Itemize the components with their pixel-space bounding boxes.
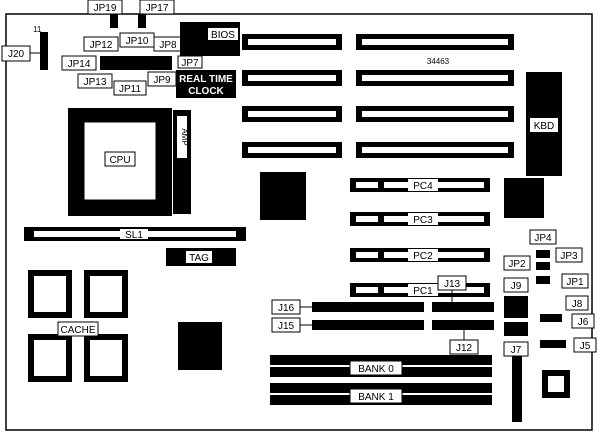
kbd-label: KBD: [534, 121, 555, 132]
ide-headers: J16 J15 J13 J12: [271, 275, 494, 355]
board-id: 34463: [427, 57, 450, 66]
jp2-label: JP2: [508, 259, 526, 270]
jp14-label: JP14: [68, 59, 91, 70]
j5-label: J5: [580, 341, 591, 352]
kbd-connector: KBD: [526, 72, 562, 176]
cache-label: CACHE: [60, 325, 95, 336]
jp12-label: JP12: [90, 40, 113, 51]
j12-label: J12: [456, 343, 473, 354]
pc1-label: PC1: [413, 286, 433, 297]
pc4-label: PC4: [413, 181, 433, 192]
pc2-label: PC2: [413, 251, 433, 262]
cpu-socket: CPU AMP: [68, 108, 191, 216]
jumper-cluster: JP19 JP17 JP12 JP10 JP8 JP14 JP13 JP11 J…: [61, 0, 203, 96]
j20-connector: J20 11: [1, 25, 48, 70]
j8-j6-j5-headers: J8 J6 J5: [540, 295, 597, 353]
pci-slots: PC4 PC3 PC2 PC1: [350, 178, 490, 297]
j13-label: J13: [444, 279, 461, 290]
j7-label: J7: [511, 345, 522, 356]
sl1-slot: SL1: [24, 227, 246, 241]
rtc-label-line1: REAL TIME: [179, 74, 233, 85]
j6-label: J6: [578, 317, 589, 328]
jp8-label: JP8: [159, 40, 177, 51]
jp9-label: JP9: [153, 75, 171, 86]
pc3-label: PC3: [413, 215, 433, 226]
bios-label: BIOS: [211, 30, 235, 41]
bank0-label: BANK 0: [358, 364, 394, 375]
jp4-label: JP4: [534, 233, 552, 244]
cpu-label: CPU: [109, 155, 130, 166]
jp11-label: JP11: [119, 84, 141, 95]
chipset-lower: [178, 322, 222, 370]
jp17-label: JP17: [146, 3, 169, 14]
amp-label: AMP: [180, 128, 189, 145]
j16-label: J16: [278, 303, 295, 314]
tag-label: TAG: [189, 253, 209, 264]
pin-marker: 11: [33, 25, 42, 34]
jp1-label: JP1: [566, 277, 584, 288]
jp3-label: JP3: [560, 251, 578, 262]
simm-banks: BANK 0 BANK 1: [270, 355, 492, 405]
cache-chips: CACHE: [28, 270, 128, 382]
real-time-clock-chip: REAL TIME CLOCK: [176, 70, 236, 98]
j9-label: J9: [511, 281, 522, 292]
tag-chip: TAG: [166, 248, 236, 266]
jp19-label: JP19: [94, 3, 117, 14]
j9-j7-headers: J9 J7: [503, 277, 529, 422]
chipset-upper: [260, 172, 306, 220]
bank1-label: BANK 1: [358, 392, 394, 403]
rtc-label-line2: CLOCK: [188, 86, 224, 97]
right-jumpers: JP4 JP3 JP2 JP1: [503, 229, 589, 289]
jp7-label: JP7: [181, 58, 199, 69]
chipset-right: [504, 178, 544, 218]
isa-slots: 34463: [242, 34, 514, 158]
sl1-label: SL1: [125, 230, 143, 241]
j15-label: J15: [278, 321, 295, 332]
j20-label: J20: [8, 49, 25, 60]
bios-chip: BIOS: [180, 22, 240, 56]
jp10-label: JP10: [126, 36, 149, 47]
jp13-label: JP13: [84, 77, 107, 88]
j8-label: J8: [572, 299, 583, 310]
